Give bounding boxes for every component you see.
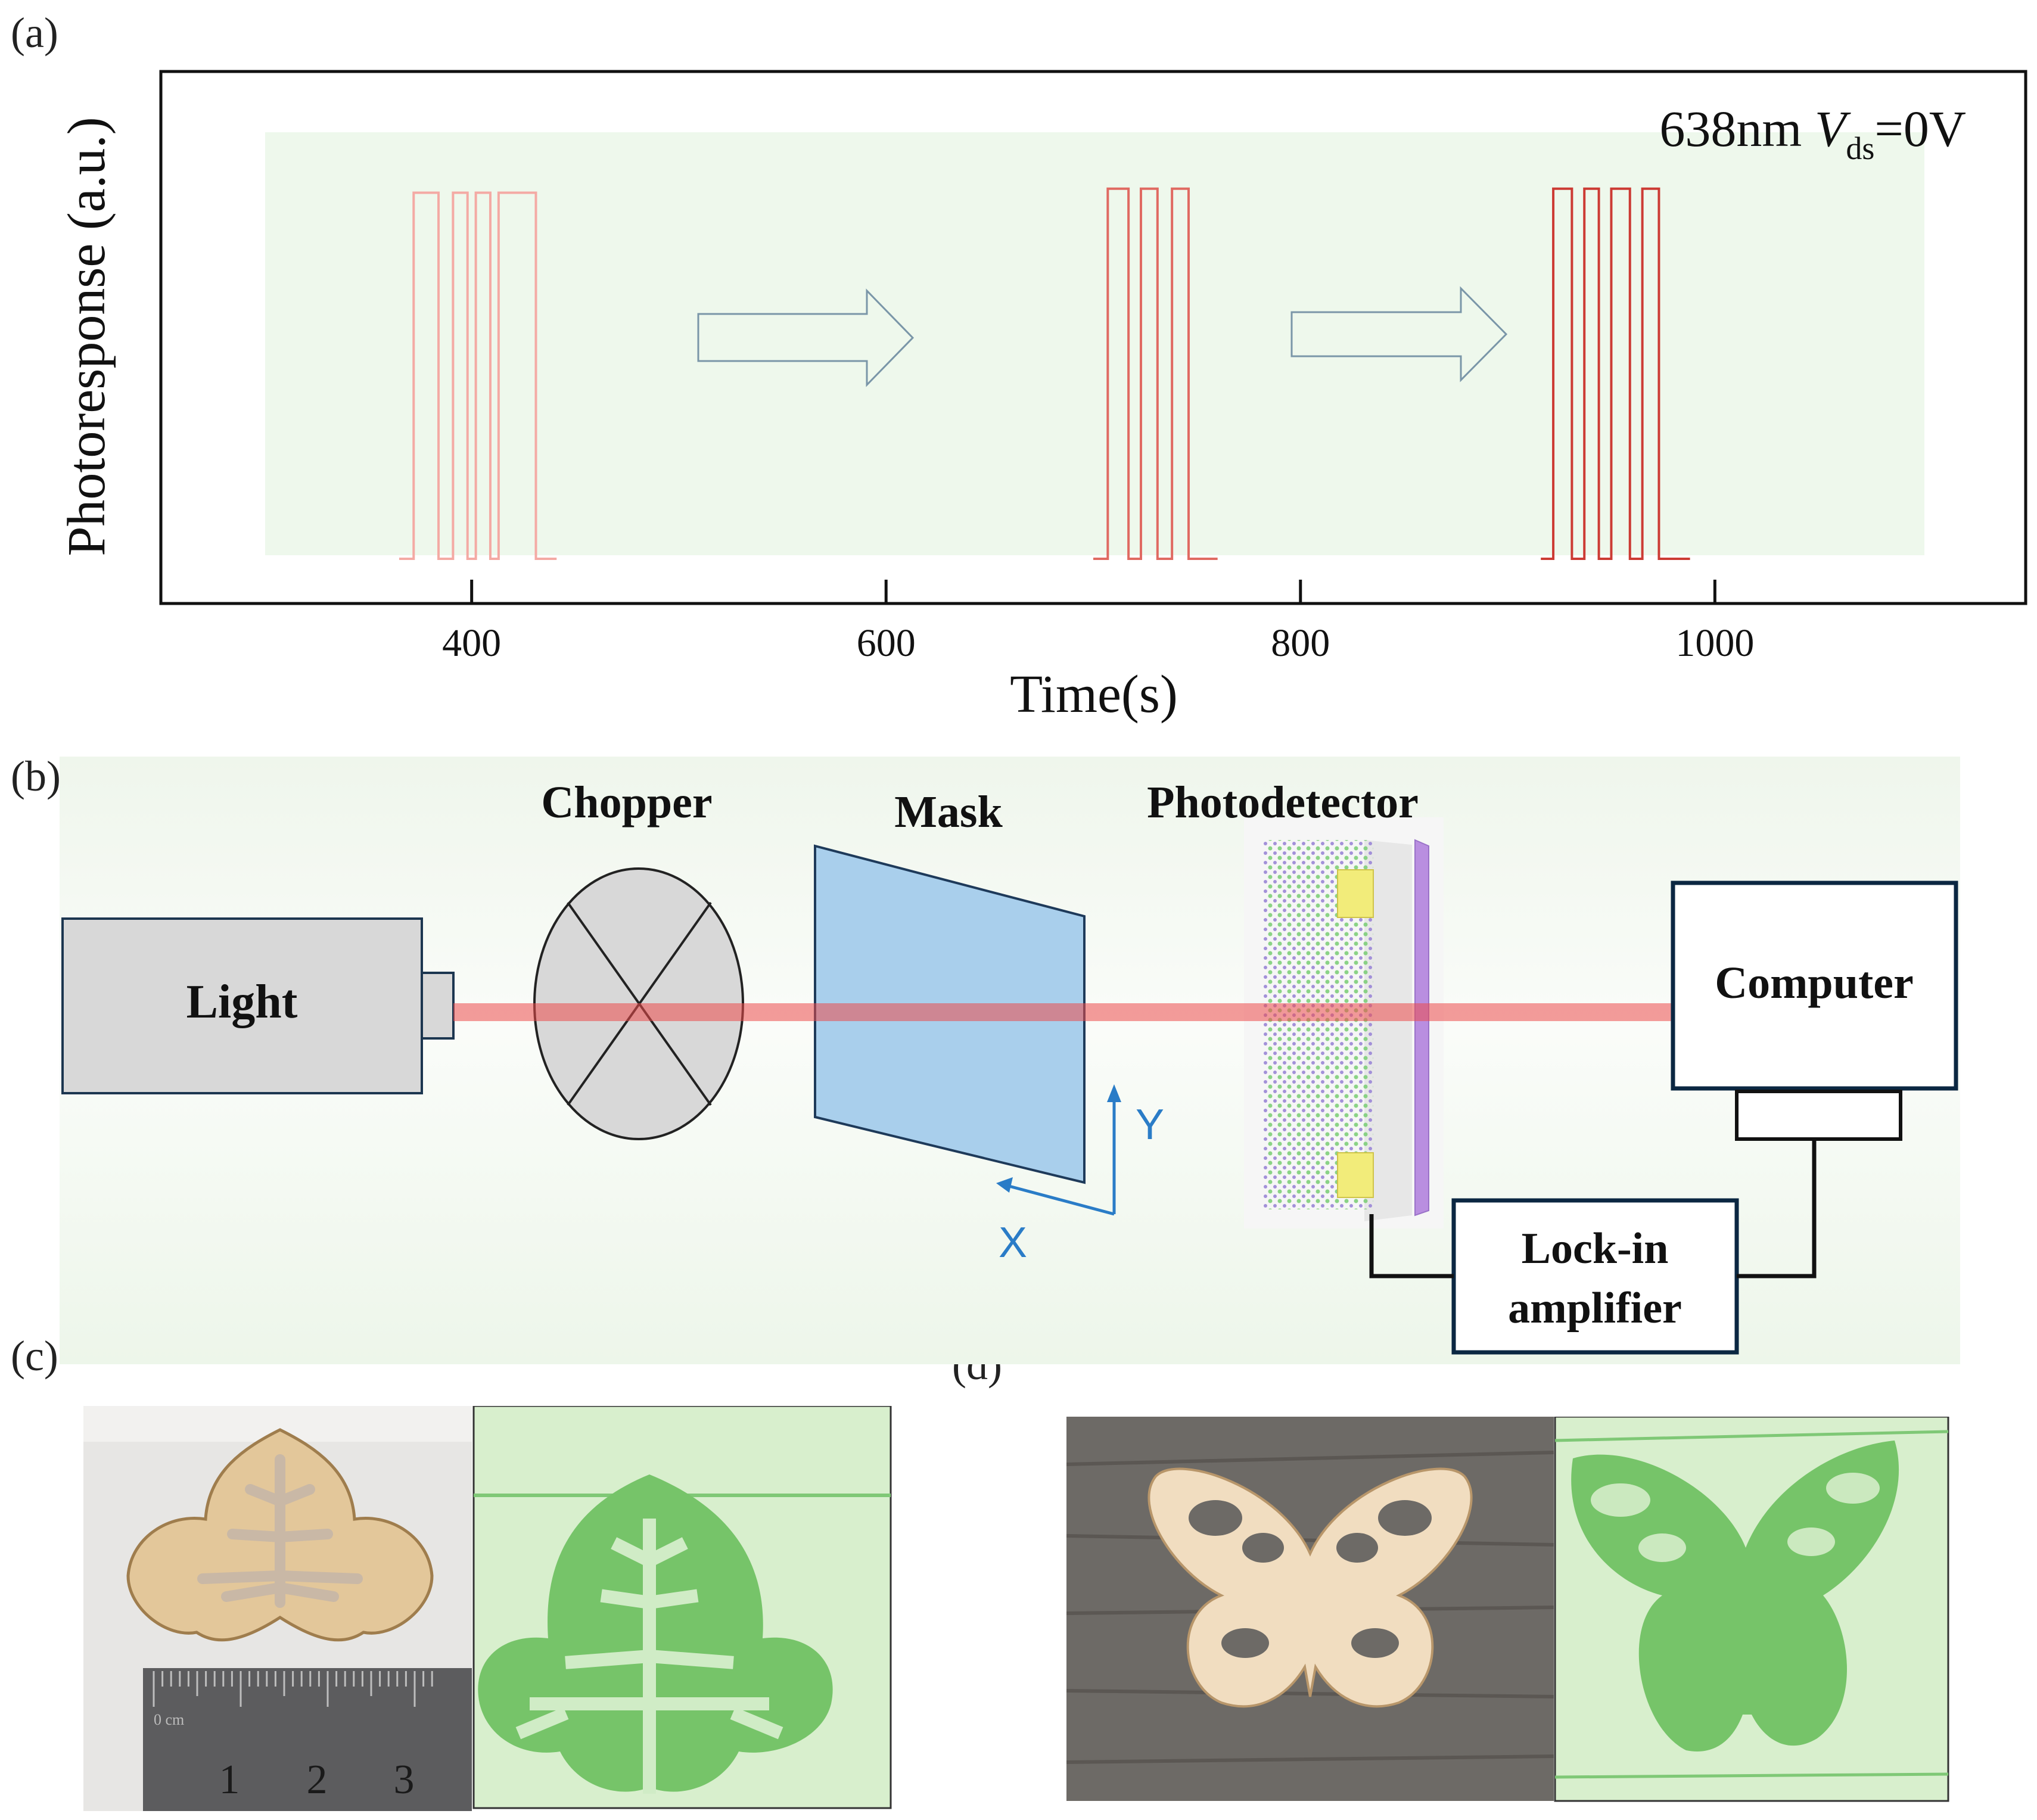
photodetector-label: Photodetector — [1147, 777, 1419, 827]
light-beam — [453, 1003, 1674, 1021]
computer-label: Computer — [1715, 958, 1914, 1008]
annotation-sub: ds — [1846, 130, 1874, 166]
series-layer — [399, 187, 1690, 560]
ruler-unit-label: 0 cm — [154, 1711, 184, 1728]
x-tick-label: 800 — [1271, 621, 1330, 665]
leaf-photo: 0 cm 1 2 3 — [83, 1406, 472, 1811]
computer-box — [1671, 881, 1958, 1091]
axis-x-arrowhead — [996, 1177, 1013, 1193]
leaf-photo-pair: 0 cm 1 2 3 — [83, 1406, 892, 1811]
hollow-arrow-2 — [1290, 286, 1508, 382]
response-trace-1 — [399, 191, 557, 560]
chart-shaded-background — [265, 132, 1924, 555]
lockin-label-line1: Lock-in — [1522, 1224, 1669, 1273]
ruler-number-3: 3 — [394, 1757, 415, 1803]
wire-lockin-to-computer — [1737, 1139, 1817, 1278]
butterfly-photo-pair — [1066, 1417, 1949, 1802]
annotation-prefix: 638nm — [1659, 100, 1814, 157]
axis-x-label: X — [999, 1219, 1027, 1267]
hollow-arrow-1 — [697, 288, 915, 387]
ruler-number-2: 2 — [307, 1757, 328, 1803]
photodetector-electrode-layer — [1414, 839, 1429, 1217]
imaged-butterfly-shape — [1571, 1441, 1899, 1751]
photodetector-top-electrode — [1337, 869, 1374, 918]
axis-y-arrowhead — [1107, 1084, 1121, 1102]
lockin-label-line2: amplifier — [1508, 1284, 1682, 1333]
panel-label-b: (b) — [11, 752, 61, 800]
lockin-amplifier-box — [1451, 1198, 1739, 1355]
response-trace-2 — [1093, 187, 1218, 560]
wire-detector-to-lockin — [1369, 1214, 1454, 1278]
computer-stand — [1735, 1090, 1902, 1141]
butterfly-photo — [1066, 1417, 1554, 1801]
x-axis-label: Time(s) — [1010, 665, 1178, 724]
photodetector-substrate — [1364, 840, 1412, 1221]
panel-label-c: (c) — [11, 1332, 58, 1380]
tick-layer: 400 600 800 1000 — [442, 580, 1754, 665]
light-aperture — [421, 972, 455, 1040]
response-trace-3 — [1541, 187, 1690, 560]
ruler-number-1: 1 — [219, 1757, 240, 1803]
chopper-label: Chopper — [541, 777, 712, 827]
photoresponse-chart: 400 600 800 1000 638nm Vds=0V Time(s) Photo… — [57, 70, 2027, 724]
ruler-ticks — [153, 1671, 433, 1707]
setup-diagram: Light Chopper Mask Y X Photodetector Com… — [60, 757, 1960, 1364]
light-source — [61, 917, 423, 1094]
mask-label: Mask — [894, 787, 1003, 837]
leaf-image-result — [472, 1406, 892, 1809]
photodetector-bottom-electrode — [1337, 1152, 1374, 1198]
plot-frame — [159, 70, 2027, 605]
annotation-v: V — [1815, 100, 1851, 157]
axis-x-line — [1006, 1184, 1115, 1216]
x-tick-label: 600 — [857, 621, 916, 665]
x-tick-label: 400 — [442, 621, 501, 665]
x-tick-label: 1000 — [1675, 621, 1754, 665]
y-axis-label: Photoresponse (a.u.) — [57, 117, 116, 556]
axis-y-label: Y — [1136, 1101, 1164, 1149]
panel-label-a: (a) — [11, 9, 58, 57]
annotation-suffix: =0V — [1874, 100, 1966, 157]
chart-annotation: 638nm Vds=0V — [1659, 100, 1966, 166]
light-label: Light — [186, 976, 298, 1028]
butterfly-image-result — [1554, 1417, 1949, 1802]
